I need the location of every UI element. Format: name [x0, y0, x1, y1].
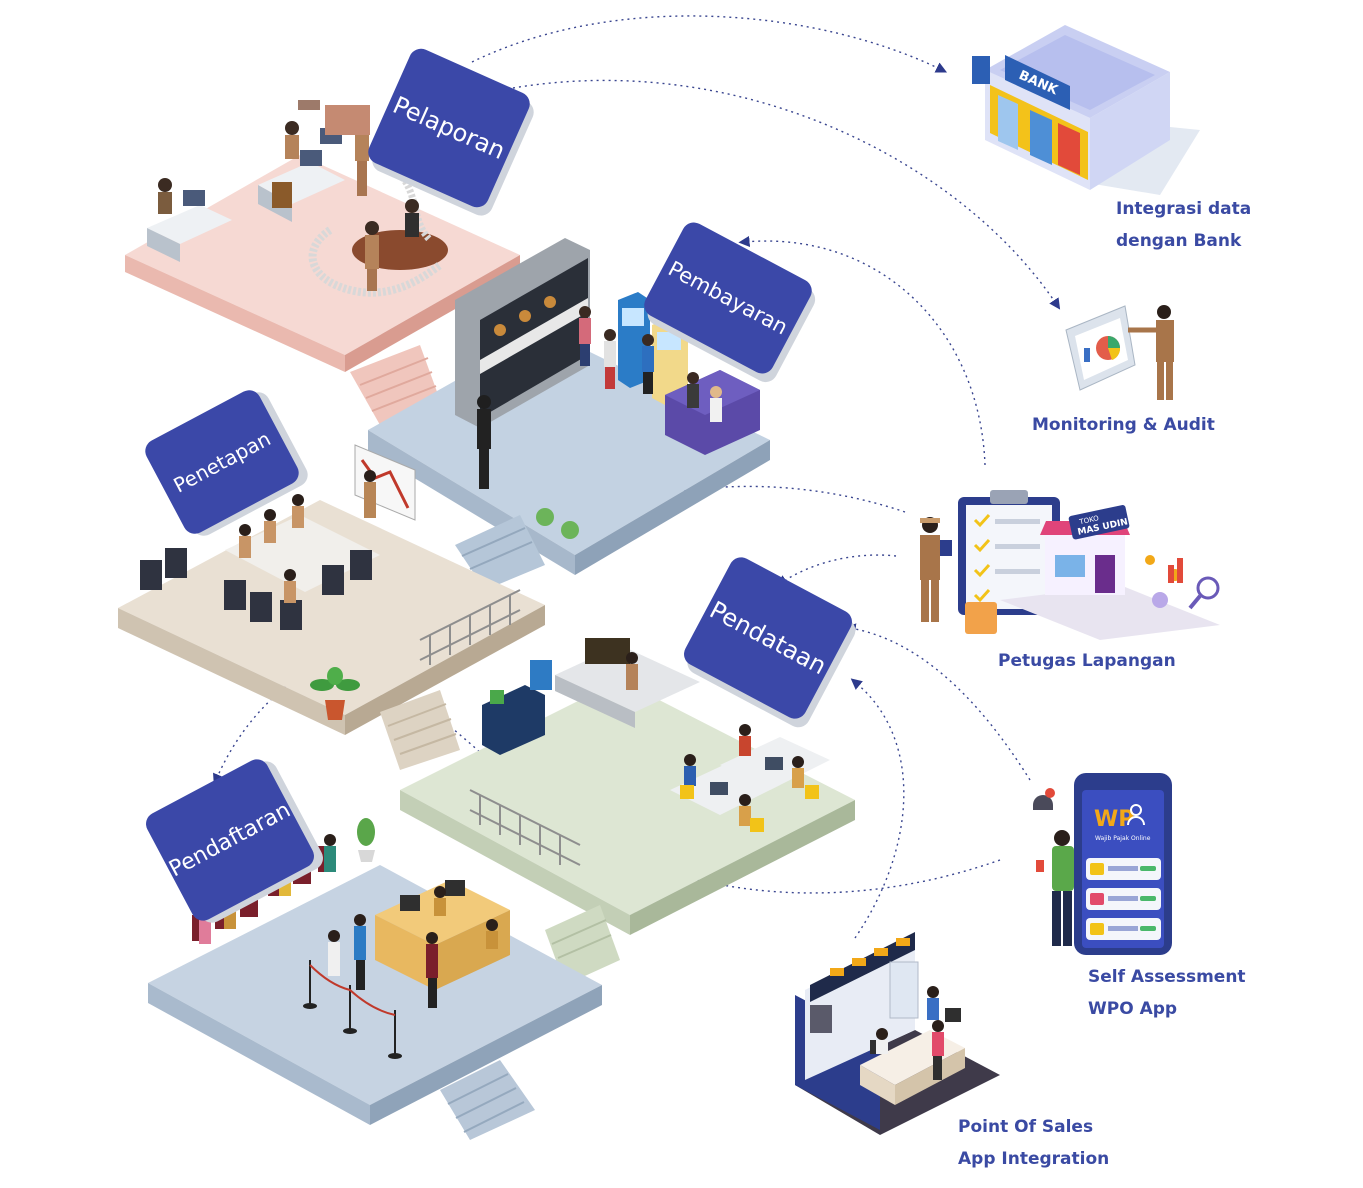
caption-bank-integration: Integrasi data dengan Bank: [1116, 193, 1251, 257]
sign-pendataan: Pendataan: [684, 557, 856, 728]
monitoring-audit-icon: [1065, 305, 1174, 400]
connector-pelaporan-bank: [471, 15, 948, 73]
floor-pembayaran: [368, 238, 770, 590]
connector-pos-pendataan: [850, 678, 905, 939]
caption-pos-line2: App Integration: [958, 1149, 1110, 1169]
floor-pelaporan: [125, 100, 520, 425]
wpo-app-icon: WP Wajib Pajak Online: [1033, 773, 1172, 955]
caption-self-assessment: Self Assessment WPO App: [1088, 961, 1246, 1025]
field-officer-icon: TOKO MAS UDIN: [920, 490, 1220, 640]
sign-pendaftaran: Pendaftaran: [146, 759, 323, 923]
sign-pembayaran: Pembayaran: [644, 222, 816, 383]
caption-monitoring-audit: Monitoring & Audit: [1032, 415, 1215, 435]
caption-self-assessment-line2: WPO App: [1088, 999, 1178, 1019]
caption-petugas-lapangan: Petugas Lapangan: [998, 651, 1176, 671]
floor-penetapan: [118, 444, 545, 770]
connector-pelaporan-monitoring: [512, 79, 1061, 310]
sign-penetapan: Penetapan: [145, 390, 308, 536]
caption-pos-line1: Point Of Sales: [958, 1117, 1094, 1137]
caption-bank-line1: Integrasi data: [1116, 199, 1252, 219]
caption-self-assessment-line1: Self Assessment: [1088, 967, 1246, 987]
caption-bank-line2: dengan Bank: [1116, 231, 1242, 251]
app-tagline-text: Wajib Pajak Online: [1095, 835, 1151, 842]
connector-petugas-pendataan: [776, 554, 897, 587]
floor-pendataan: [400, 638, 855, 985]
pos-store-icon: [795, 932, 1000, 1135]
connector-app-penetapan: [419, 699, 1001, 894]
app-logo-text: WP: [1094, 807, 1134, 832]
sign-pelaporan: Pelaporan: [368, 48, 534, 216]
bank-building-icon: BANK: [972, 25, 1200, 195]
caption-point-of-sales: Point Of Sales App Integration: [958, 1111, 1109, 1175]
